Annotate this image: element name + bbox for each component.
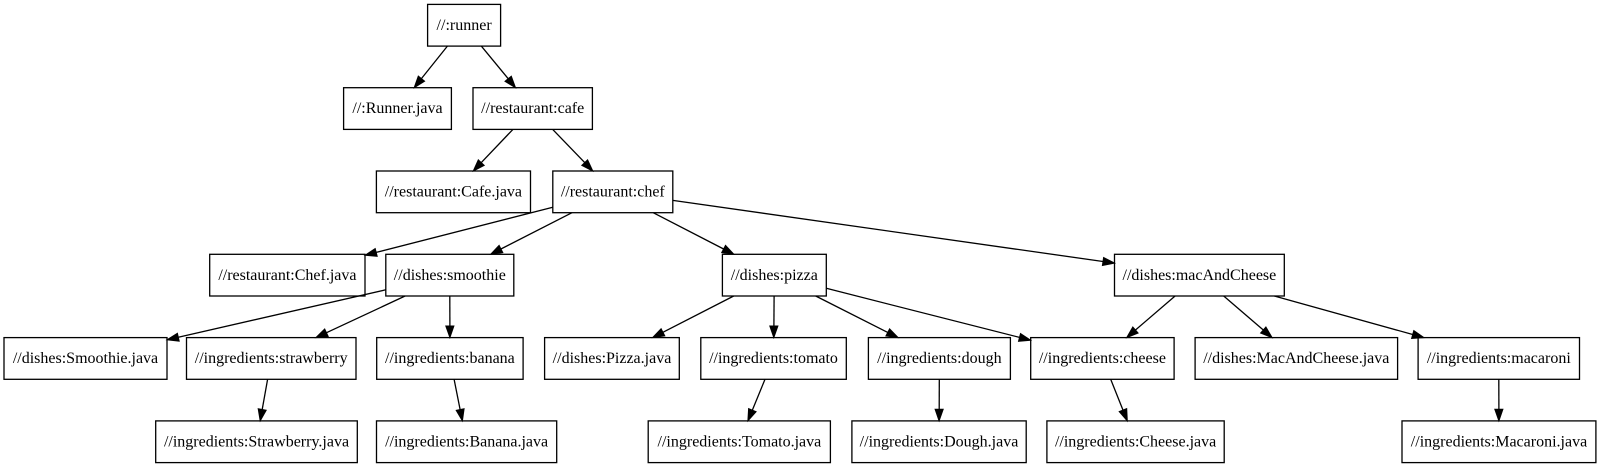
svg-text://restaurant:Chef.java: //restaurant:Chef.java (218, 267, 356, 284)
svg-text://ingredients:Tomato.java: //ingredients:Tomato.java (658, 433, 822, 450)
svg-text://dishes:Pizza.java: //dishes:Pizza.java (553, 350, 672, 367)
svg-text://ingredients:Dough.java: //ingredients:Dough.java (860, 433, 1019, 450)
svg-text://ingredients:cheese: //ingredients:cheese (1039, 350, 1166, 367)
svg-text://ingredients:Banana.java: //ingredients:Banana.java (385, 433, 548, 450)
svg-text://restaurant:chef: //restaurant:chef (561, 183, 666, 200)
svg-text://dishes:MacAndCheese.java: //dishes:MacAndCheese.java (1203, 350, 1389, 367)
svg-text://restaurant:cafe: //restaurant:cafe (481, 100, 584, 117)
svg-text://ingredients:tomato: //ingredients:tomato (709, 350, 838, 367)
svg-text://:Runner.java: //:Runner.java (352, 100, 442, 117)
svg-text://ingredients:Cheese.java: //ingredients:Cheese.java (1055, 433, 1216, 450)
svg-text://dishes:smoothie: //dishes:smoothie (394, 267, 506, 284)
svg-text://dishes:Smoothie.java: //dishes:Smoothie.java (13, 350, 158, 367)
svg-text://ingredients:macaroni: //ingredients:macaroni (1427, 350, 1572, 367)
svg-text://dishes:pizza: //dishes:pizza (731, 267, 818, 284)
svg-text://ingredients:banana: //ingredients:banana (385, 350, 515, 367)
svg-text://ingredients:Strawberry.java: //ingredients:Strawberry.java (164, 433, 349, 450)
svg-text://ingredients:dough: //ingredients:dough (877, 350, 1001, 367)
svg-text://ingredients:strawberry: //ingredients:strawberry (195, 350, 348, 367)
svg-text://ingredients:Macaroni.java: //ingredients:Macaroni.java (1411, 433, 1587, 450)
svg-text://:runner: //:runner (437, 17, 493, 34)
svg-text://restaurant:Cafe.java: //restaurant:Cafe.java (385, 183, 522, 200)
svg-text://dishes:macAndCheese: //dishes:macAndCheese (1123, 267, 1277, 284)
